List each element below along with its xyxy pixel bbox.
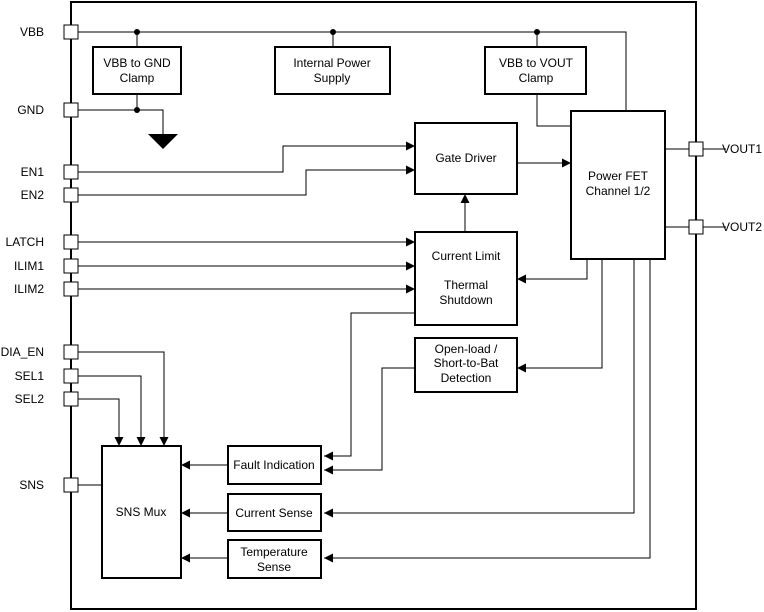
pin-label: DIA_EN xyxy=(1,345,44,359)
pin-label: EN1 xyxy=(21,165,45,179)
pin-label: ILIM1 xyxy=(14,259,44,273)
block-label: Sense xyxy=(257,560,291,574)
pin-ilim1: ILIM1 xyxy=(14,258,79,274)
pin-latch: LATCH xyxy=(6,234,79,250)
block-label: Short-to-Bat xyxy=(434,356,499,370)
block-label: VBB to GND xyxy=(103,56,171,70)
block-label: Shutdown xyxy=(439,293,492,307)
pin-sns: SNS xyxy=(19,477,79,493)
pin-label: VOUT2 xyxy=(722,220,762,234)
chip-outline xyxy=(70,1,697,610)
pin-label: ILIM2 xyxy=(14,282,44,296)
block-fault-indication: Fault Indication xyxy=(227,445,322,485)
pin-gnd: GND xyxy=(17,102,79,118)
block-label: Gate Driver xyxy=(435,151,496,165)
block-label: Detection xyxy=(441,371,492,385)
block-sns-mux: SNS Mux xyxy=(101,445,182,579)
connection-lines xyxy=(78,31,726,563)
block-label: Fault Indication xyxy=(233,458,314,472)
block-label: Power FET xyxy=(588,169,649,183)
junction-dots xyxy=(134,29,540,113)
pin-en2: EN2 xyxy=(21,187,79,203)
block-label: Clamp xyxy=(519,71,554,85)
block-open-load-detection: Open-load / Short-to-Bat Detection xyxy=(414,337,518,393)
pin-vbb: VBB xyxy=(20,24,79,40)
block-gate-driver: Gate Driver xyxy=(414,122,518,195)
pin-label: GND xyxy=(17,103,44,117)
pin-label: SNS xyxy=(19,478,44,492)
pin-dia-en: DIA_EN xyxy=(1,344,79,360)
ground-icon xyxy=(148,134,178,149)
block-label: Channel 1/2 xyxy=(586,184,651,198)
block-label: SNS Mux xyxy=(116,505,167,519)
block-label: Current Sense xyxy=(235,506,313,520)
pin-label: LATCH xyxy=(6,235,44,249)
block-vbb-gnd-clamp: VBB to GND Clamp xyxy=(92,46,182,95)
block-label: Current Limit xyxy=(432,249,501,263)
pin-sel1: SEL1 xyxy=(15,368,79,384)
block-current-limit-thermal-shutdown: Current Limit Thermal Shutdown xyxy=(414,231,518,326)
block-current-sense: Current Sense xyxy=(227,493,322,532)
block-internal-power-supply: Internal Power Supply xyxy=(274,46,391,95)
block-label: Thermal xyxy=(444,278,488,292)
pin-vout2: VOUT2 xyxy=(688,219,762,235)
block-label: Open-load / xyxy=(435,342,498,356)
block-label: Temperature xyxy=(240,545,308,559)
pin-vout1: VOUT1 xyxy=(688,141,762,157)
pin-label: VBB xyxy=(20,25,44,39)
pin-en1: EN1 xyxy=(21,164,79,180)
pin-ilim2: ILIM2 xyxy=(14,281,79,297)
block-vbb-vout-clamp: VBB to VOUT Clamp xyxy=(484,46,587,95)
block-label: Supply xyxy=(314,71,351,85)
pin-label: VOUT1 xyxy=(722,142,762,156)
block-label: VBB to VOUT xyxy=(499,56,574,70)
pin-label: SEL2 xyxy=(15,392,45,406)
block-power-fet: Power FET Channel 1/2 xyxy=(570,110,666,260)
block-temperature-sense: Temperature Sense xyxy=(227,539,322,579)
block-label: Internal Power xyxy=(293,56,370,70)
pin-sel2: SEL2 xyxy=(15,391,79,407)
pin-label: SEL1 xyxy=(15,369,45,383)
block-label: Clamp xyxy=(120,71,155,85)
pin-label: EN2 xyxy=(21,188,45,202)
